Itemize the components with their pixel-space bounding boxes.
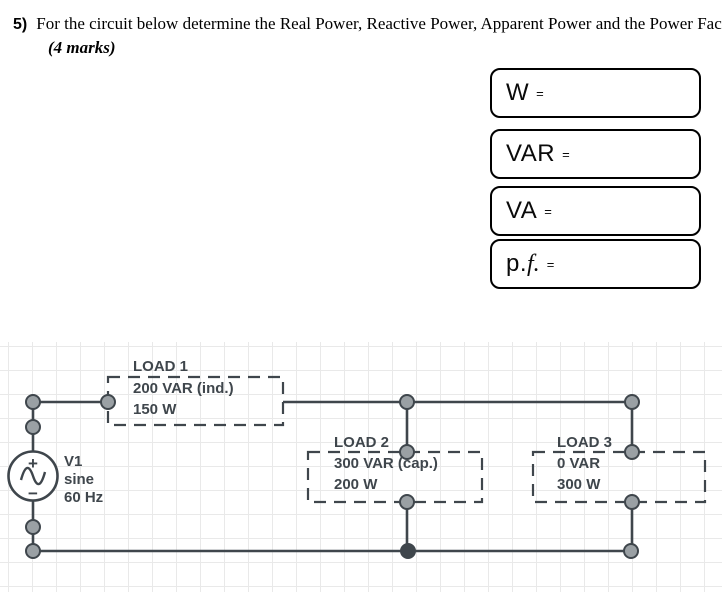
equals-sign: = xyxy=(536,85,544,101)
equals-sign: = xyxy=(546,256,555,272)
answer-box-real-power[interactable]: W = xyxy=(490,68,701,118)
answer-box-apparent-power[interactable]: VA = xyxy=(490,186,701,236)
connection-node xyxy=(624,494,640,510)
load2-reactive: 300 VAR (cap.) xyxy=(334,455,438,472)
connection-node xyxy=(623,543,639,559)
answer-label-var: VAR xyxy=(506,140,556,167)
connection-node xyxy=(399,494,415,510)
answer-label-pf: p. xyxy=(506,250,528,277)
question-text: For the circuit below determine the Real… xyxy=(36,14,722,33)
source-frequency: 60 Hz xyxy=(64,489,103,506)
connection-node xyxy=(624,394,640,410)
connection-node xyxy=(100,394,116,410)
question-line: 5) For the circuit below determine the Re… xyxy=(13,14,722,34)
connection-node xyxy=(25,394,41,410)
sine-wave-icon xyxy=(19,466,47,486)
load2-title: LOAD 2 xyxy=(334,434,389,451)
load1-title: LOAD 1 xyxy=(133,358,188,375)
answer-box-power-factor[interactable]: p.f. = xyxy=(490,239,701,289)
load3-title: LOAD 3 xyxy=(557,434,612,451)
answer-label-w: W xyxy=(506,79,530,106)
junction-node xyxy=(400,543,416,559)
source-waveform: sine xyxy=(64,471,94,488)
connection-node xyxy=(25,519,41,535)
circuit-diagram: + − LOAD 1 200 xyxy=(7,358,707,559)
question-marks: (4 marks) xyxy=(48,38,116,57)
load1-real: 150 W xyxy=(133,401,177,418)
load3-reactive: 0 VAR xyxy=(557,455,600,472)
load2-real: 200 W xyxy=(334,476,378,493)
connection-node xyxy=(25,543,41,559)
ac-source-symbol: + − xyxy=(7,450,59,503)
equals-sign: = xyxy=(562,146,570,162)
source-designator: V1 xyxy=(64,453,82,470)
question-number: 5) xyxy=(13,16,28,33)
answer-box-reactive-power[interactable]: VAR = xyxy=(490,129,701,179)
connection-node xyxy=(399,394,415,410)
load3-real: 300 W xyxy=(557,476,601,493)
load1-reactive: 200 VAR (ind.) xyxy=(133,380,234,397)
load2-box xyxy=(306,450,484,504)
load3-box xyxy=(531,450,707,504)
polarity-minus-icon: − xyxy=(28,484,38,503)
connection-node xyxy=(25,419,41,435)
connection-node xyxy=(624,444,640,460)
connection-node xyxy=(399,444,415,460)
equals-sign: = xyxy=(544,203,552,219)
polarity-plus-icon: + xyxy=(28,454,38,473)
answer-label-va: VA xyxy=(506,197,538,224)
schematic-grid-canvas: + − LOAD 1 200 xyxy=(0,342,722,592)
